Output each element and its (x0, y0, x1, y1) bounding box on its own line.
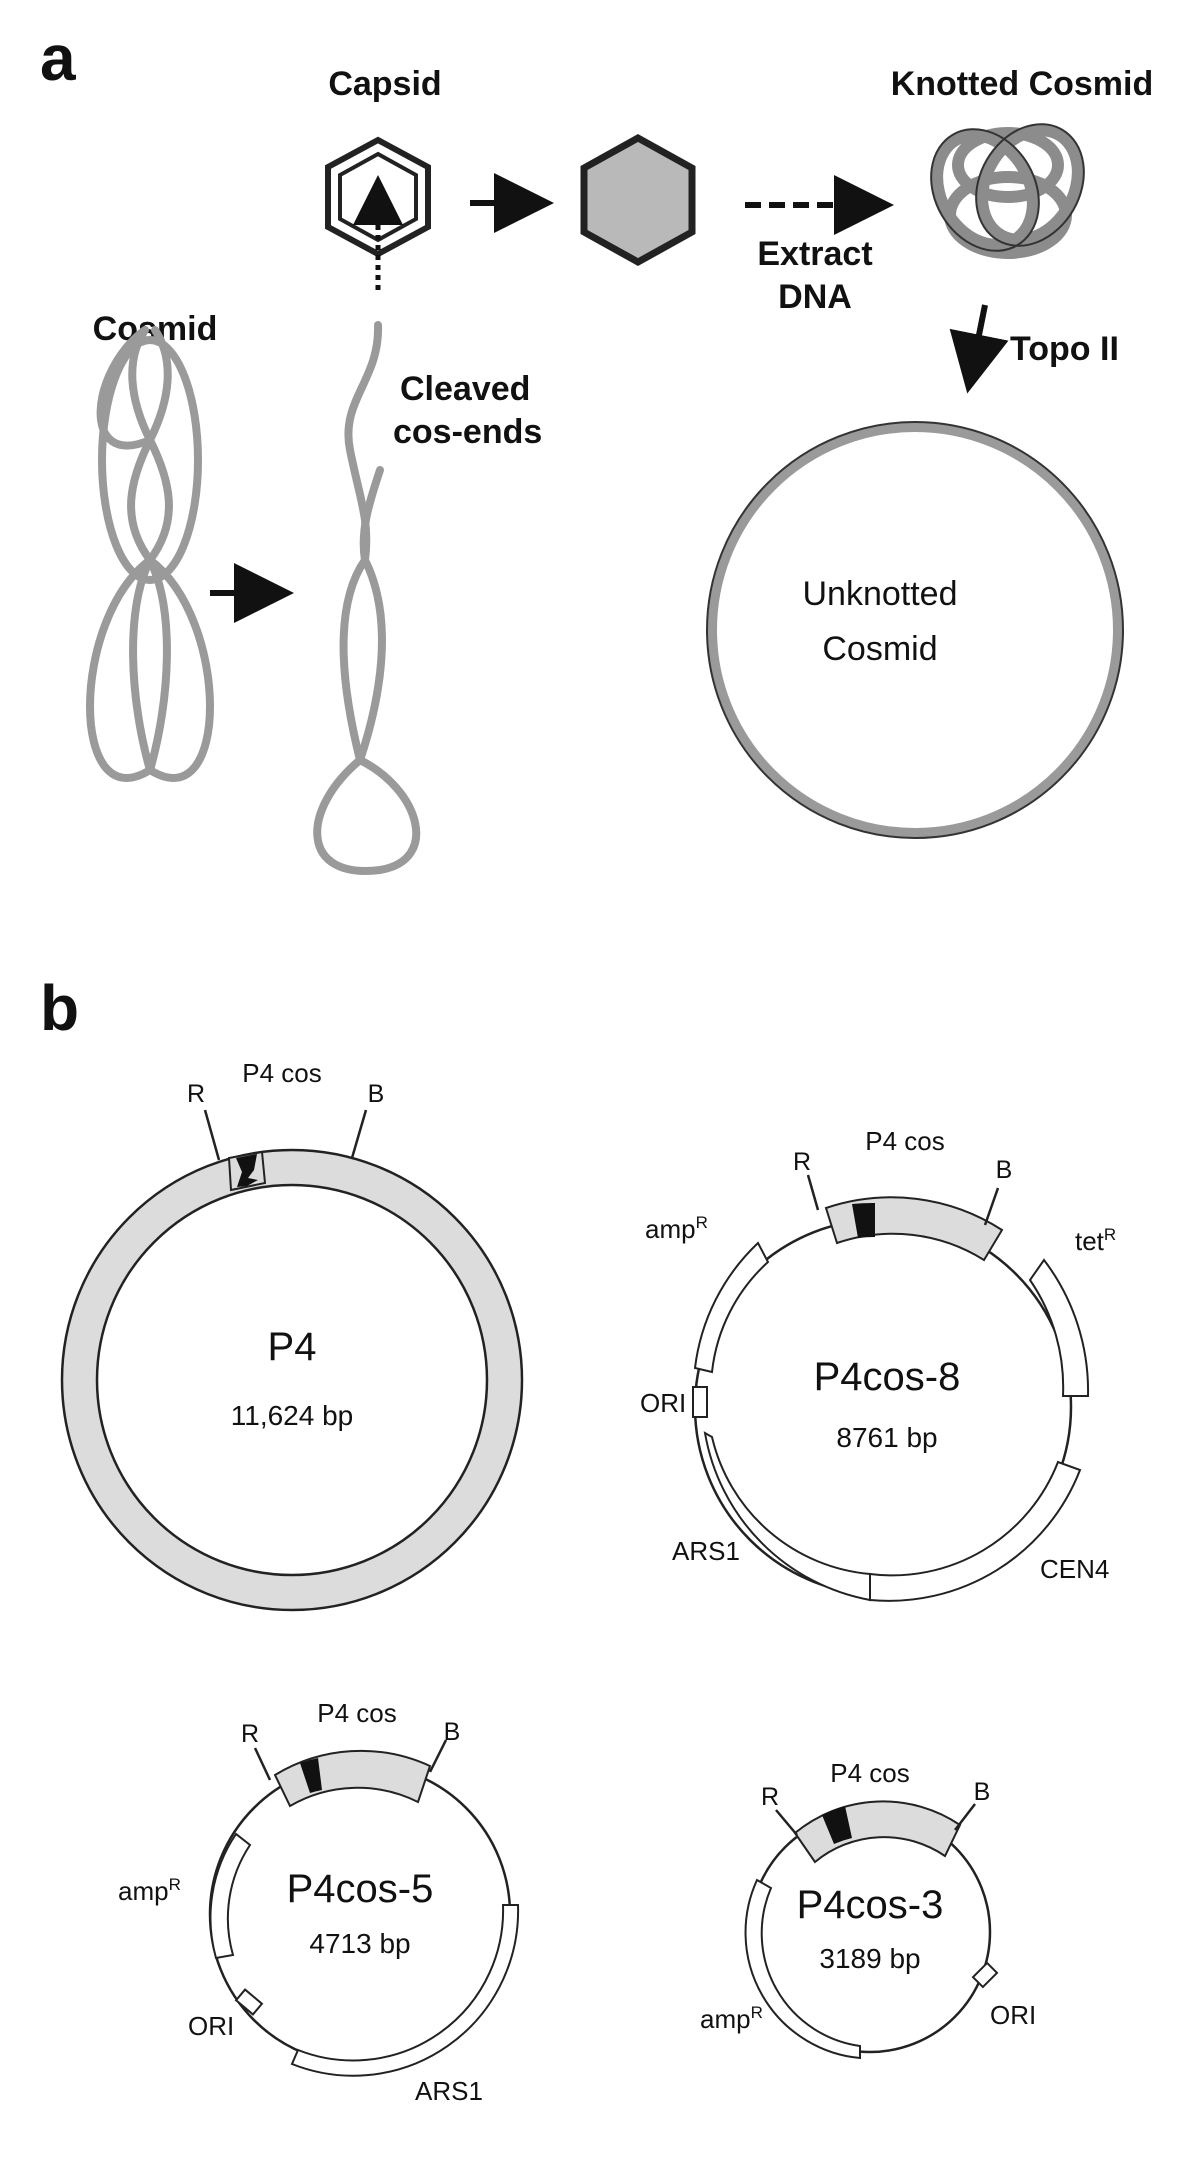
knotted-cosmid-icon (931, 124, 1084, 259)
p4cos3-ampR-label: ampR (700, 2003, 763, 2034)
p4cos8-ori-label: ORI (640, 1388, 686, 1418)
p4-size: 11,624 bp (231, 1400, 354, 1431)
p4cos5-ampR-label: ampR (118, 1875, 181, 1906)
p4cos8-site-r: R (793, 1148, 811, 1176)
plasmid-p4cos-3: R B P4 cos ampR ORI P4cos-3 3189 bp (700, 1758, 1036, 2060)
capsid-filled-icon (580, 133, 696, 267)
cleaved-cosmid-icon (313, 321, 421, 875)
p4cos8-tetR-label: tetR (1075, 1225, 1116, 1256)
plasmid-p4cos-5: R B P4 cos ampR ORI ARS1 P4cos-5 4713 bp (118, 1698, 520, 2106)
p4cos5-size: 4713 bp (309, 1928, 410, 1959)
p4cos5-ori (234, 1988, 264, 2016)
p4cos5-site-r: R (241, 1720, 259, 1748)
p4cos5-name: P4cos-5 (287, 1867, 434, 1911)
p4cos5-ars1-label: ARS1 (415, 2076, 483, 2106)
p4cos8-cen4-label: CEN4 (1040, 1554, 1109, 1584)
p4cos3-cos-label: P4 cos (830, 1758, 910, 1788)
p4-site-b: B (368, 1080, 385, 1108)
p4cos5-ori-label: ORI (188, 2011, 234, 2041)
unknotted-cosmid-label: Cosmid (822, 630, 937, 668)
capsid-label: Capsid (328, 65, 441, 103)
p4cos8-ars1-label: ARS1 (672, 1536, 740, 1566)
p4cos8-name: P4cos-8 (814, 1355, 961, 1399)
p4cos8-cos-site (852, 1202, 875, 1238)
p4-cos-site (236, 1154, 258, 1187)
p4cos8-site-b: B (996, 1156, 1013, 1184)
p4cos8-cen4 (869, 1460, 1082, 1602)
cos-ends-label: cos-ends (393, 413, 542, 451)
p4cos5-cos-site (300, 1758, 322, 1793)
plasmid-p4cos-8: R B P4 cos ampR tetR ORI ARS1 CEN4 P4cos… (640, 1126, 1116, 1602)
p4cos8-size: 8761 bp (836, 1422, 937, 1453)
p4-site-r: R (187, 1080, 205, 1108)
p4cos5-ampR (209, 1832, 252, 1960)
p4cos5-cos-label: P4 cos (317, 1698, 397, 1728)
plasmid-p4: R B P4 cos P4 11,624 bp (60, 1058, 524, 1612)
panel-b-label: b (40, 972, 79, 1044)
p4cos3-ampR (744, 1878, 861, 2060)
cosmid-twisted-icon (86, 326, 214, 782)
extract-label: Extract (757, 235, 872, 273)
panel-a-label: a (40, 22, 76, 94)
p4cos3-site-r: R (761, 1783, 779, 1811)
knotted-cosmid-outline (930, 123, 1085, 252)
p4cos3-name: P4cos-3 (797, 1883, 944, 1927)
p4cos8-ori (692, 1386, 708, 1418)
p4cos8-ampR-label: ampR (645, 1213, 708, 1244)
unknotted-cosmid-ring (707, 422, 1123, 838)
p4cos8-cos-label: P4 cos (865, 1126, 945, 1156)
p4-name: P4 (268, 1325, 317, 1369)
p4cos3-ori (971, 1961, 999, 1989)
dna-label: DNA (778, 278, 852, 316)
cleaved-label: Cleaved (400, 370, 530, 408)
topo-label: Topo II (1010, 330, 1119, 368)
p4cos5-ars1 (290, 1904, 520, 2077)
unknotted-cosmid-ring-outline (706, 421, 1124, 839)
p4cos3-size: 3189 bp (819, 1943, 920, 1974)
p4-cos-label: P4 cos (242, 1058, 322, 1088)
p4cos8-tetR (1028, 1258, 1090, 1397)
p4cos3-cos-site (822, 1806, 852, 1844)
unknotted-label: Unknotted (803, 575, 958, 613)
knotted-cosmid-label: Knotted Cosmid (891, 65, 1154, 103)
p4cos3-site-b: B (974, 1778, 991, 1806)
p4cos3-ori-label: ORI (990, 2000, 1036, 2030)
p4cos5-site-b: B (444, 1718, 461, 1746)
p4cos8-ampR (693, 1241, 770, 1374)
topo-arrow (949, 304, 1009, 394)
